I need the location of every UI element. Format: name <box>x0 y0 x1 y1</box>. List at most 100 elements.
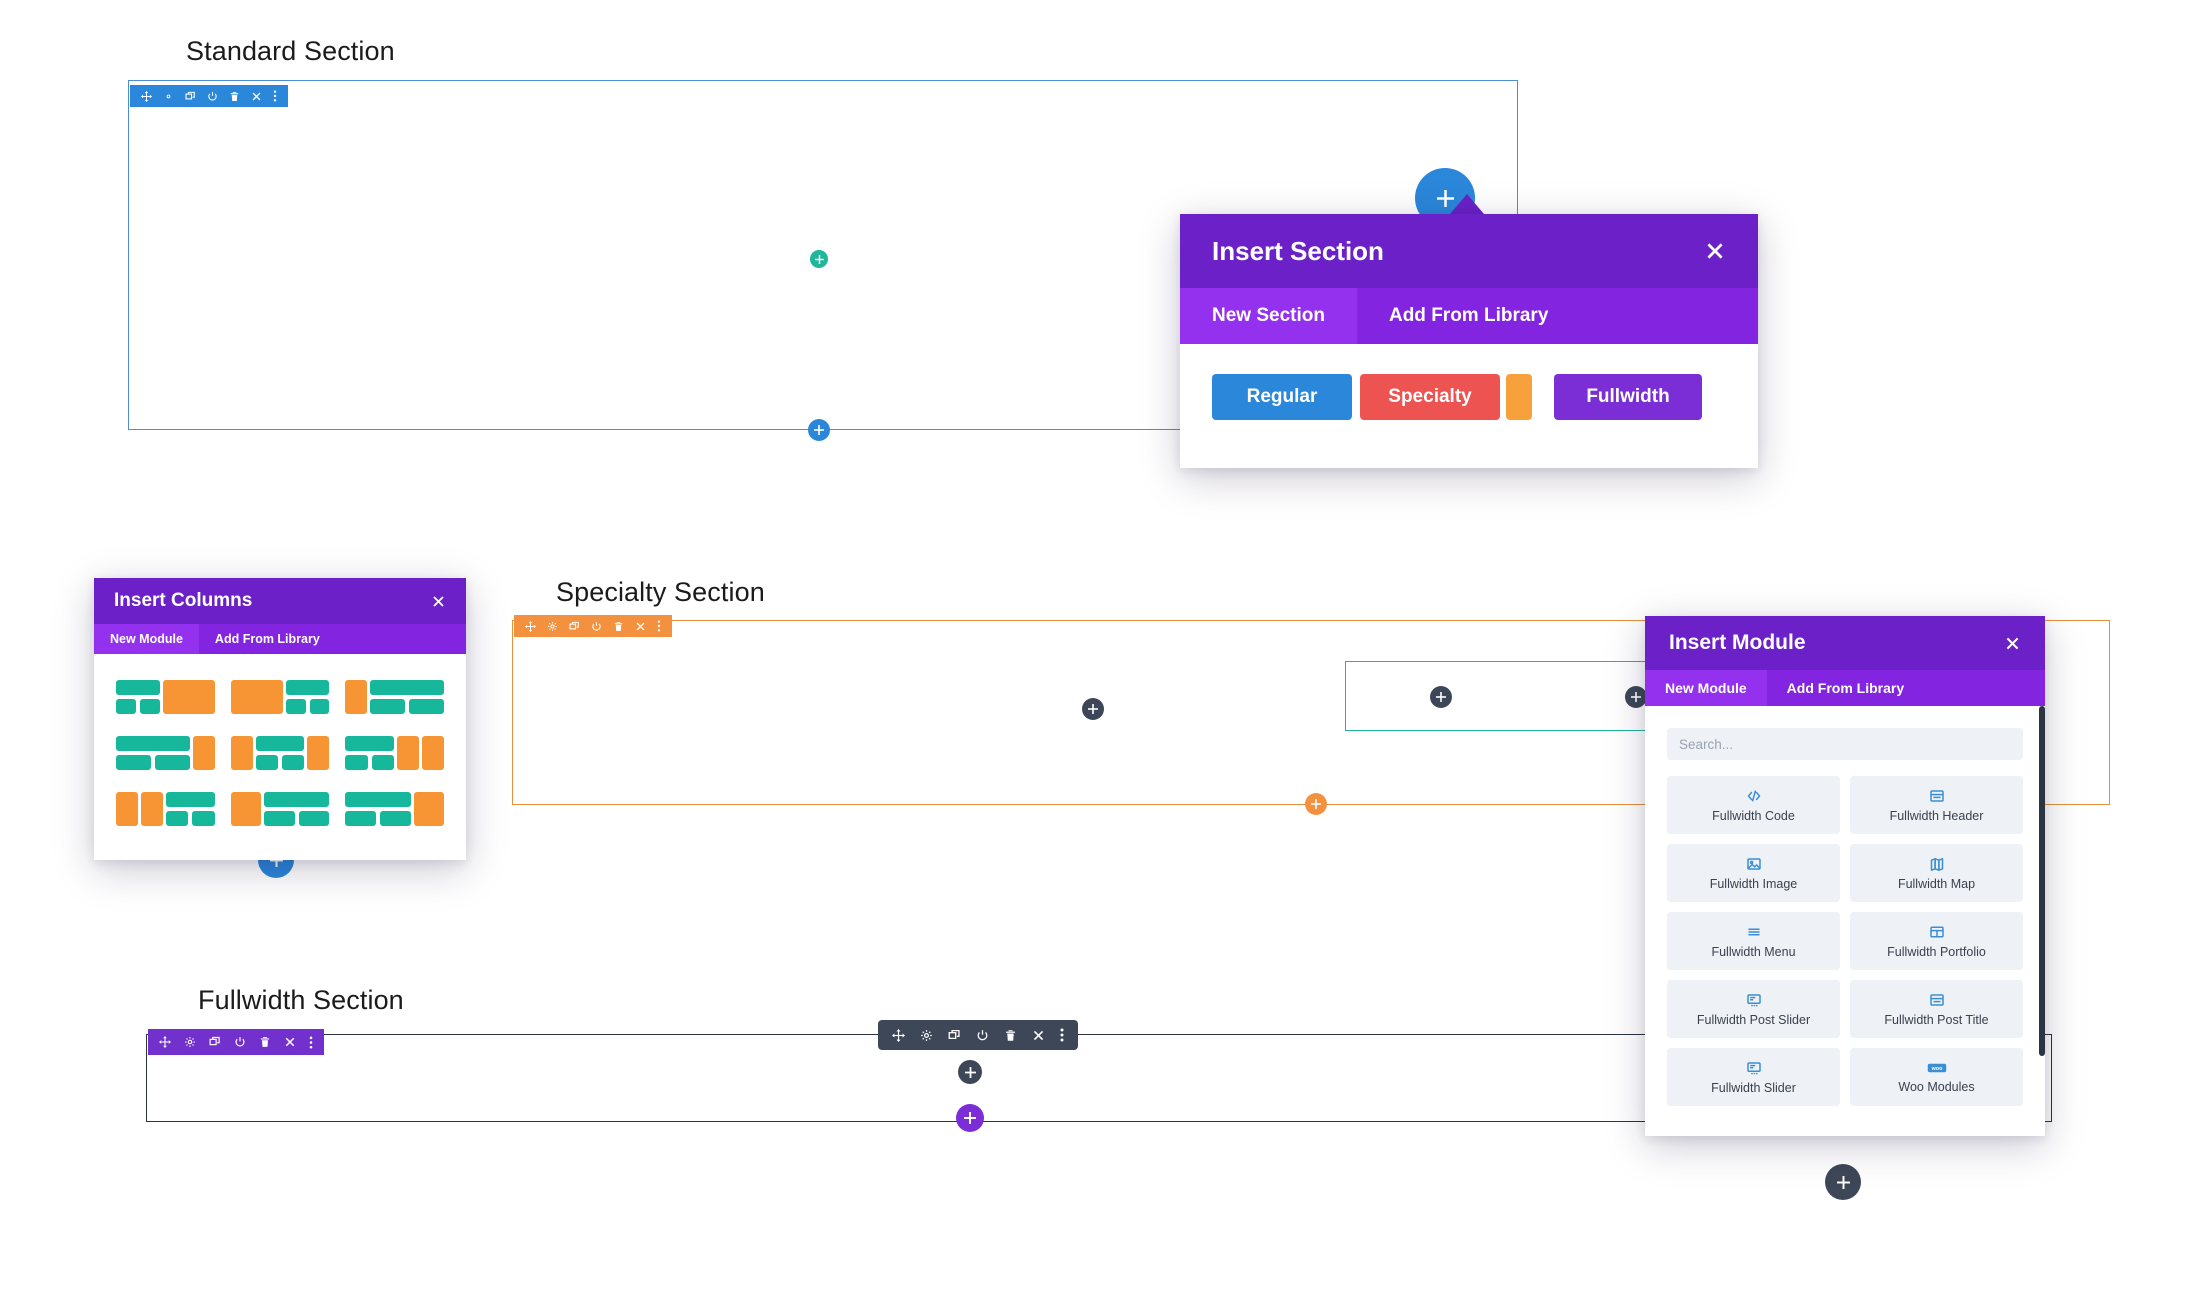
close-icon[interactable] <box>1032 1029 1045 1042</box>
module-card[interactable]: Fullwidth Post Title <box>1850 980 2023 1038</box>
specialty-section-button[interactable]: Specialty <box>1360 374 1500 420</box>
duplicate-icon[interactable] <box>948 1029 961 1042</box>
column-layout-option[interactable] <box>345 788 444 830</box>
tab-add-from-library[interactable]: Add From Library <box>1388 305 1549 326</box>
specialty-variant-chip[interactable] <box>1506 374 1532 420</box>
more-icon[interactable] <box>309 1036 313 1049</box>
add-row-button-standard[interactable] <box>810 250 828 268</box>
close-icon[interactable] <box>1704 240 1726 262</box>
fullwidth-section-button[interactable]: Fullwidth <box>1554 374 1702 420</box>
close-icon[interactable] <box>2004 635 2021 652</box>
layout-block <box>166 792 215 807</box>
close-icon[interactable] <box>251 91 262 102</box>
move-icon[interactable] <box>141 90 152 102</box>
column-layout-option[interactable] <box>345 676 444 718</box>
insert-columns-modal: Insert Columns New Module Add From Libra… <box>94 578 466 860</box>
more-icon[interactable] <box>1060 1028 1064 1042</box>
module-card[interactable]: Fullwidth Image <box>1667 844 1840 902</box>
tab-new-module[interactable]: New Module <box>94 624 199 654</box>
insert-section-header: Insert Section <box>1180 214 1758 288</box>
column-layout-option[interactable] <box>345 732 444 774</box>
layout-block <box>230 736 253 770</box>
insert-section-modal: Insert Section New Section Add From Libr… <box>1180 214 1758 468</box>
module-card-label: Fullwidth Post Title <box>1884 1012 1989 1027</box>
duplicate-icon[interactable] <box>209 1036 221 1048</box>
trash-icon[interactable] <box>1004 1029 1017 1042</box>
close-icon[interactable] <box>284 1036 296 1048</box>
tab-new-module[interactable]: New Module <box>1645 670 1767 706</box>
add-module-button-open[interactable] <box>1825 1164 1861 1200</box>
module-card[interactable]: Fullwidth Post Slider <box>1667 980 1840 1038</box>
post-title-icon <box>1929 992 1945 1008</box>
gear-icon[interactable] <box>547 621 558 632</box>
layout-stack <box>255 732 305 774</box>
duplicate-icon[interactable] <box>185 91 196 102</box>
column-layout-option[interactable] <box>230 676 330 718</box>
fullwidth-module-toolbar[interactable] <box>878 1020 1078 1050</box>
power-icon[interactable] <box>207 91 218 102</box>
add-module-button-specialty-right[interactable] <box>1625 686 1647 708</box>
tab-new-section[interactable]: New Section <box>1180 288 1357 344</box>
trash-icon[interactable] <box>259 1036 271 1048</box>
standard-section-heading: Standard Section <box>186 36 395 66</box>
layout-block <box>380 811 411 826</box>
column-layout-option[interactable] <box>230 732 330 774</box>
standard-section-toolbar[interactable] <box>130 85 288 107</box>
regular-section-button[interactable]: Regular <box>1212 374 1352 420</box>
power-icon[interactable] <box>591 621 602 632</box>
move-icon[interactable] <box>892 1028 905 1042</box>
trash-icon[interactable] <box>613 621 624 632</box>
fullwidth-section-heading: Fullwidth Section <box>198 985 404 1015</box>
add-section-button-standard[interactable] <box>808 419 830 441</box>
layout-row <box>285 680 330 695</box>
more-icon[interactable] <box>273 90 277 102</box>
move-icon[interactable] <box>525 620 536 632</box>
move-icon[interactable] <box>159 1036 171 1048</box>
module-card[interactable]: Fullwidth Code <box>1667 776 1840 834</box>
layout-block <box>116 699 136 714</box>
column-layout-option[interactable] <box>116 788 215 830</box>
tab-add-from-library[interactable]: Add From Library <box>1786 680 1905 696</box>
add-module-button-specialty-mid[interactable] <box>1430 686 1452 708</box>
module-card[interactable]: Fullwidth Portfolio <box>1850 912 2023 970</box>
power-icon[interactable] <box>234 1036 246 1048</box>
insert-section-tabs: New Section Add From Library <box>1180 288 1758 344</box>
gear-icon[interactable] <box>920 1029 933 1042</box>
layout-stack <box>166 788 215 830</box>
module-card[interactable]: Fullwidth Slider <box>1667 1048 1840 1106</box>
layout-stack <box>116 676 160 718</box>
specialty-section-toolbar[interactable] <box>514 615 672 637</box>
layout-stack <box>345 732 394 774</box>
close-icon[interactable] <box>431 594 446 609</box>
column-layout-option[interactable] <box>230 788 330 830</box>
search-input[interactable] <box>1667 728 2023 760</box>
insert-columns-title: Insert Columns <box>114 590 253 611</box>
layout-block <box>345 755 368 770</box>
woo-icon: woo <box>1927 1061 1947 1075</box>
close-icon[interactable] <box>635 621 646 632</box>
insert-module-title: Insert Module <box>1669 631 1806 654</box>
layout-block <box>141 792 163 826</box>
gear-icon[interactable] <box>163 91 174 102</box>
trash-icon[interactable] <box>229 91 240 102</box>
duplicate-icon[interactable] <box>569 621 580 632</box>
column-layout-option[interactable] <box>116 676 215 718</box>
add-module-button-fullwidth[interactable] <box>958 1060 982 1084</box>
gear-icon[interactable] <box>184 1036 196 1048</box>
module-card[interactable]: Fullwidth Menu <box>1667 912 1840 970</box>
module-list-scrollbar[interactable] <box>2039 706 2045 1056</box>
column-layout-option[interactable] <box>116 732 215 774</box>
fullwidth-section-toolbar[interactable] <box>148 1029 324 1055</box>
header-icon <box>1929 788 1945 804</box>
power-icon[interactable] <box>976 1029 989 1042</box>
module-card[interactable]: Fullwidth Header <box>1850 776 2023 834</box>
add-section-button-fullwidth[interactable] <box>956 1104 984 1132</box>
layout-stack <box>116 732 190 774</box>
module-card[interactable]: Fullwidth Map <box>1850 844 2023 902</box>
specialty-section-heading: Specialty Section <box>556 577 765 607</box>
add-section-button-specialty[interactable] <box>1305 793 1327 815</box>
add-module-button-specialty-left[interactable] <box>1082 698 1104 720</box>
more-icon[interactable] <box>657 620 661 632</box>
tab-add-from-library[interactable]: Add From Library <box>214 632 320 646</box>
